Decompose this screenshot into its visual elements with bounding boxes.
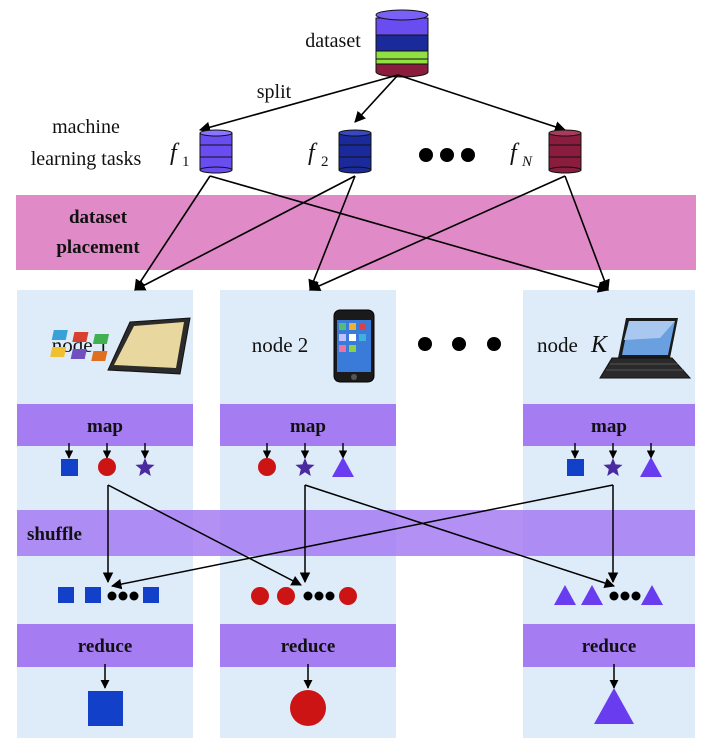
task-2-subscript: 2: [321, 154, 329, 170]
circle-shape: [98, 458, 116, 476]
dataset-placement-band: [16, 195, 696, 270]
ellipsis-dot: [325, 591, 335, 601]
node-1-reduce-band: [17, 624, 193, 667]
task-1-database-icon: [199, 129, 233, 174]
placement-arrow: [564, 175, 610, 292]
shuffle-band: [17, 510, 695, 556]
dataset-database-icon: [375, 9, 429, 78]
node-2-reduce-label: reduce: [281, 636, 336, 657]
ellipsis-dot: [303, 591, 313, 601]
tasks-caption-line1: machine: [52, 116, 120, 138]
square-shape: [143, 587, 159, 603]
square-shape: [58, 587, 74, 603]
task-1-letter: f: [170, 140, 180, 166]
tablet-icon: [50, 317, 191, 375]
node-1-map-label: map: [87, 416, 123, 437]
ellipsis-dot: [609, 591, 619, 601]
square-shape: [61, 459, 78, 476]
task-1-subscript: 1: [182, 154, 190, 170]
star-shape: [295, 458, 315, 476]
nodes-ellipsis-dot: [452, 337, 466, 351]
nodes-ellipsis-dot: [487, 337, 501, 351]
split-arrow-2: [354, 74, 399, 123]
smartphone-icon: [333, 309, 375, 383]
ellipsis-dot: [620, 591, 630, 601]
node-k-label: node: [537, 333, 578, 357]
triangle-shape: [581, 585, 603, 605]
placement-label-line1: dataset: [69, 207, 128, 228]
square-shape: [85, 587, 101, 603]
reduced-circle-shape: [290, 690, 326, 726]
task-2-database-icon: [338, 129, 372, 174]
triangle-shape: [640, 457, 662, 477]
ellipsis-dot: [107, 591, 117, 601]
split-label: split: [257, 81, 292, 103]
triangle-shape: [641, 585, 663, 605]
ellipsis-dot: [129, 591, 139, 601]
node-2-reduce-band: [220, 624, 396, 667]
shuffle-label: shuffle: [27, 524, 82, 545]
dataset-label: dataset: [305, 30, 361, 52]
placement-arrow: [134, 175, 211, 291]
circle-shape: [277, 587, 295, 605]
circle-shape: [258, 458, 276, 476]
ellipsis-dot: [314, 591, 324, 601]
task-2-letter: f: [308, 140, 318, 166]
tasks-ellipsis-dot: [461, 148, 475, 162]
circle-shape: [251, 587, 269, 605]
node-k-map-label: map: [591, 416, 627, 437]
shuffle-arrow: [110, 484, 614, 590]
placement-arrow: [308, 175, 566, 291]
tasks-ellipsis-dot: [440, 148, 454, 162]
placement-arrow: [308, 175, 356, 292]
node-k-map-band: [523, 404, 695, 446]
star-shape: [135, 458, 155, 476]
node-k-reduce-label: reduce: [582, 636, 637, 657]
nodes-ellipsis-dot: [418, 337, 432, 351]
square-shape: [567, 459, 584, 476]
triangle-shape: [332, 457, 354, 477]
shuffle-arrow: [107, 484, 302, 586]
reduced-square-shape: [88, 691, 123, 726]
node-1-reduce-label: reduce: [78, 636, 133, 657]
node-1-map-band: [17, 404, 193, 446]
tasks-ellipsis-dot: [419, 148, 433, 162]
node-k-index: K: [590, 332, 609, 358]
tasks-caption-line2: learning tasks: [31, 148, 142, 170]
circle-shape: [339, 587, 357, 605]
task-n-database-icon: [548, 129, 582, 174]
node-2-label: node 2: [252, 333, 309, 357]
task-n-letter: f: [510, 140, 520, 166]
ellipsis-dot: [631, 591, 641, 601]
reduced-triangle-shape: [594, 688, 634, 724]
ellipsis-dot: [118, 591, 128, 601]
split-arrow-1: [198, 74, 399, 133]
node-k-reduce-band: [523, 624, 695, 667]
placement-arrow: [209, 175, 610, 293]
shuffle-arrow: [304, 484, 615, 589]
node-2-map-band: [220, 404, 396, 446]
task-n-subscript: N: [521, 154, 533, 170]
triangle-shape: [554, 585, 576, 605]
node-2-map-label: map: [290, 416, 326, 437]
tablet-keyboard-icon: [599, 318, 692, 379]
placement-arrow: [134, 175, 356, 291]
split-arrow-3: [397, 74, 567, 133]
placement-label-line2: placement: [56, 237, 140, 258]
star-shape: [603, 458, 623, 476]
